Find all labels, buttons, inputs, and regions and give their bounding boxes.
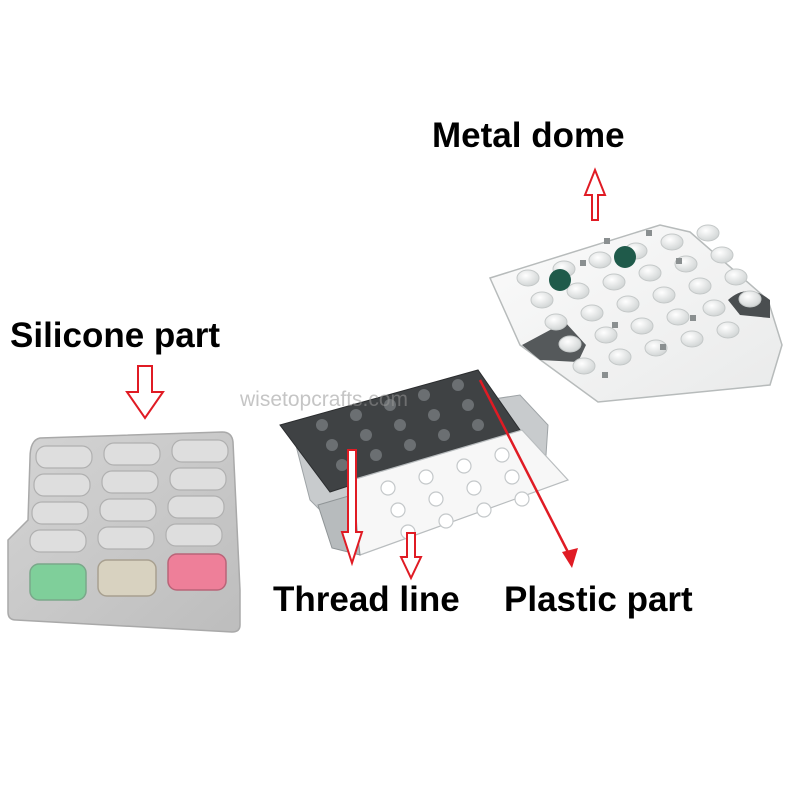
metal-dome-bump — [716, 321, 740, 339]
metal-dome-bump — [710, 246, 734, 264]
metal-dome-bump — [588, 251, 612, 269]
metal-dome-bump — [602, 273, 626, 291]
plastic-hole — [336, 459, 348, 471]
sheet-hole — [504, 469, 520, 485]
sheet-hole — [514, 491, 530, 507]
silicone-key — [97, 526, 155, 550]
plastic-hole — [394, 419, 406, 431]
watermark-text: wisetopcrafts.com — [240, 388, 409, 411]
arrow-plastic-part-head — [562, 548, 578, 568]
arrow-thread-line-short — [399, 532, 423, 581]
silicone-key — [165, 523, 223, 547]
metal-dome-bump — [544, 313, 568, 331]
plastic-hole — [350, 409, 362, 421]
sheet-hole — [418, 469, 434, 485]
silicone-key — [167, 495, 225, 519]
metal-dome-bump — [572, 357, 596, 375]
silicone-key — [99, 498, 157, 522]
label-thread-line: Thread line — [273, 580, 460, 619]
metal-dome-bump — [702, 299, 726, 317]
silicone-key — [31, 501, 89, 525]
dome-square-marker — [604, 238, 610, 244]
sheet-hole — [390, 502, 406, 518]
metal-dome-bump — [652, 286, 676, 304]
silicone-key — [103, 442, 161, 466]
metal-dome-bump — [616, 295, 640, 313]
metal-dome-bump — [630, 317, 654, 335]
metal-dome-bump — [688, 277, 712, 295]
arrow-metal-dome — [583, 167, 607, 221]
plastic-hole — [452, 379, 464, 391]
plastic-hole — [428, 409, 440, 421]
white-sheet — [351, 429, 570, 556]
metal-dome-bump — [738, 290, 762, 308]
metal-dome-bump — [638, 264, 662, 282]
plastic-hole — [384, 399, 396, 411]
silicone-key — [101, 470, 159, 494]
metal-dome-bump — [608, 348, 632, 366]
sheet-hole — [494, 447, 510, 463]
metal-dome-bump — [530, 291, 554, 309]
dome-accent-a — [549, 269, 571, 291]
arrow-thread-line-long — [340, 449, 364, 567]
metal-dome-bump — [594, 326, 618, 344]
metal-dome-sheet — [488, 224, 783, 403]
label-plastic-part: Plastic part — [504, 580, 693, 619]
sheet-hole — [456, 458, 472, 474]
dome-square-marker — [580, 260, 586, 266]
dome-square-marker — [646, 230, 652, 236]
silicone-key — [169, 467, 227, 491]
plastic-hole — [472, 419, 484, 431]
silicone-key — [33, 473, 91, 497]
silicone-keypad — [7, 431, 241, 633]
metal-dome-bump — [696, 224, 720, 242]
silicone-key-green — [29, 563, 87, 601]
plastic-hole — [418, 389, 430, 401]
arrow-silicone — [125, 365, 165, 420]
sheet-hole — [438, 513, 454, 529]
silicone-key — [171, 439, 229, 463]
dome-accent-b — [614, 246, 636, 268]
metal-dome-bump — [566, 282, 590, 300]
silicone-key-beige — [97, 559, 157, 597]
plastic-hole — [326, 439, 338, 451]
plastic-hole — [360, 429, 372, 441]
plastic-hole — [316, 419, 328, 431]
metal-dome-bump — [580, 304, 604, 322]
plastic-hole — [404, 439, 416, 451]
metal-dome-bump — [558, 335, 582, 353]
sheet-hole — [380, 480, 396, 496]
metal-dome-bump — [666, 308, 690, 326]
label-silicone-part: Silicone part — [10, 316, 221, 355]
metal-dome-bump — [724, 268, 748, 286]
plastic-hole — [370, 449, 382, 461]
metal-dome-bump — [516, 269, 540, 287]
metal-dome-bump — [680, 330, 704, 348]
silicone-key — [35, 445, 93, 469]
silicone-key-pink — [167, 553, 227, 591]
sheet-hole — [476, 502, 492, 518]
dome-square-marker — [660, 344, 666, 350]
label-metal-dome: Metal dome — [432, 116, 625, 155]
metal-dome-bump — [660, 233, 684, 251]
sheet-hole — [428, 491, 444, 507]
arrow-plastic-part-line — [478, 379, 574, 561]
plastic-hole — [462, 399, 474, 411]
dome-square-marker — [612, 322, 618, 328]
sheet-hole — [466, 480, 482, 496]
dome-square-marker — [676, 258, 682, 264]
silicone-key — [29, 529, 87, 553]
dome-square-marker — [690, 315, 696, 321]
dome-square-marker — [602, 372, 608, 378]
plastic-hole — [438, 429, 450, 441]
